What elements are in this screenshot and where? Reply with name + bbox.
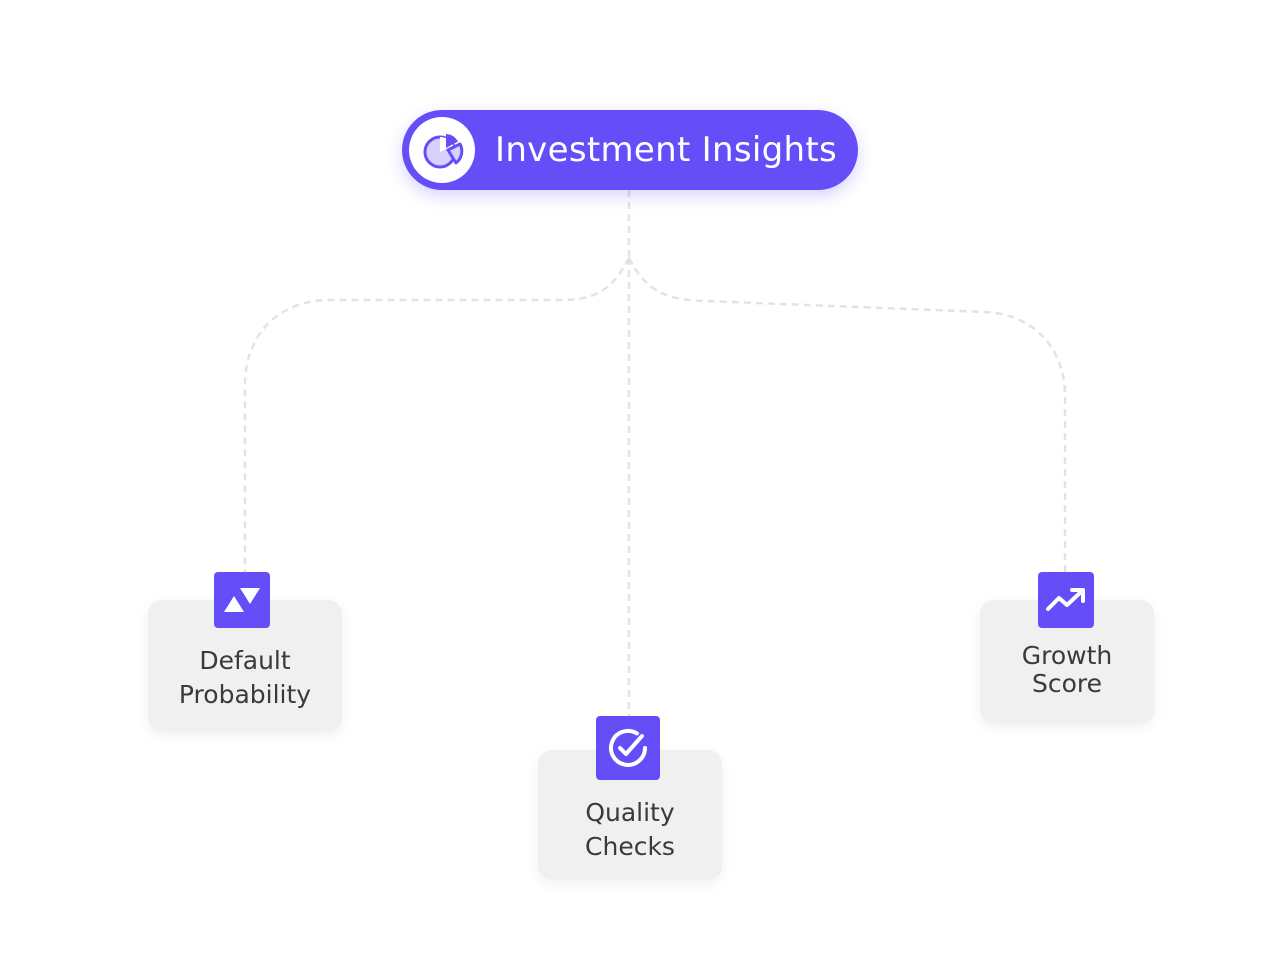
root-title: Investment Insights	[495, 130, 837, 170]
node-label-line: Quality	[585, 798, 675, 827]
trending-up-icon	[1046, 588, 1085, 611]
node-label-line: Default	[199, 646, 291, 675]
root-node-investment-insights: Investment Insights	[402, 110, 858, 190]
node-label-line: Checks	[585, 832, 675, 861]
node-quality-checks: Quality Checks	[538, 716, 722, 880]
connector-to-default-probability	[243, 257, 631, 572]
node-default-probability: Default Probability	[148, 572, 342, 732]
node-icon-badge	[1038, 572, 1094, 628]
node-growth-score: Growth Score	[980, 572, 1154, 724]
up-down-triangles-icon	[224, 588, 260, 612]
node-icon-badge	[596, 716, 660, 780]
root-icon-badge	[409, 117, 475, 183]
node-label: Growth Score	[980, 642, 1154, 698]
node-label: Quality Checks	[538, 796, 722, 864]
node-label-line: Probability	[178, 680, 312, 709]
connector-to-growth-score	[627, 257, 1067, 572]
node-label: Default Probability	[148, 644, 342, 712]
node-label-line: Score	[1031, 669, 1103, 698]
node-icon-badge	[214, 572, 270, 628]
pie-chart-icon	[423, 134, 464, 169]
check-circle-icon	[609, 728, 647, 767]
node-label-line: Growth	[1021, 641, 1113, 670]
